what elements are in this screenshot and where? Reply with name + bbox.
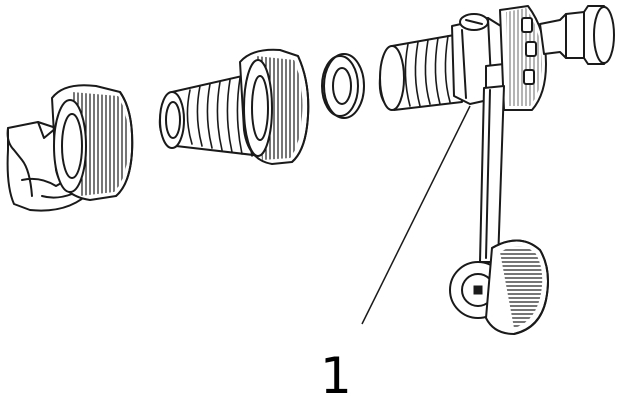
callout-leader-line: [361, 105, 471, 325]
threaded-connector: [158, 48, 310, 165]
callout: 1: [320, 105, 471, 400]
tap-adapter-coupling: [6, 84, 134, 212]
sealing-washer: [321, 53, 365, 119]
wrench-key-with-cap: [449, 85, 549, 335]
callout-number: 1: [320, 347, 352, 400]
valve-body-with-hose-nozzle: [378, 5, 615, 111]
